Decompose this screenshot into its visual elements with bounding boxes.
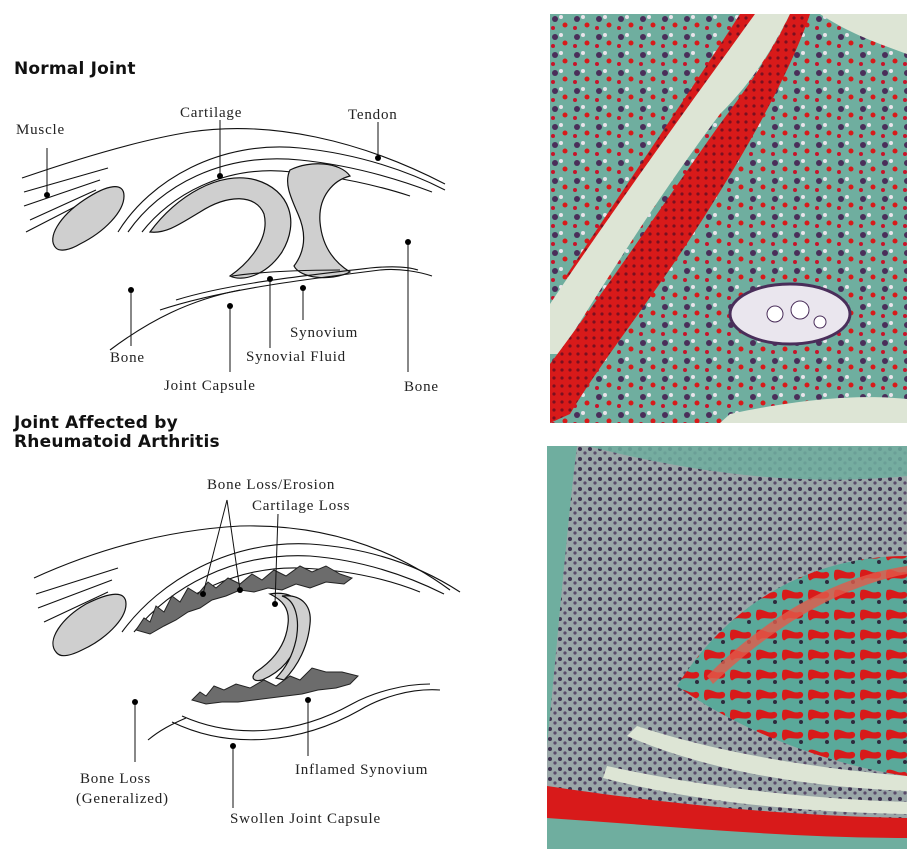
ra-joint-title: Joint Affected by Rheumatoid Arthritis (14, 414, 220, 452)
ra-title-line-2: Rheumatoid Arthritis (14, 432, 220, 452)
upper-cartilage (150, 178, 291, 278)
label-cartilage: Cartilage (180, 105, 242, 121)
ra-joint-diagram: Bone Loss/Erosion Cartilage Loss Bone Lo… (0, 470, 540, 840)
label-synovial-fluid: Synovial Fluid (246, 349, 346, 365)
label-tendon: Tendon (348, 107, 398, 123)
label-muscle: Muscle (16, 122, 65, 138)
ra-joint-histology-image (547, 446, 907, 849)
normal-joint-diagram: Muscle Cartilage Tendon Bone Joint Capsu… (0, 95, 540, 405)
lower-cartilage (288, 164, 350, 278)
label-bone-loss-generalized-2: (Generalized) (76, 791, 169, 807)
ra-title-line-1: Joint Affected by (14, 413, 178, 433)
label-synovium: Synovium (290, 325, 358, 341)
label-inflamed-synovium: Inflamed Synovium (295, 762, 428, 778)
label-bone-right: Bone (404, 379, 439, 395)
label-bone-loss-generalized-1: Bone Loss (80, 771, 151, 787)
upper-bone-erosion (136, 566, 352, 634)
label-cartilage-loss: Cartilage Loss (252, 498, 350, 514)
normal-joint-histology-image (550, 14, 907, 423)
label-bone-loss-erosion: Bone Loss/Erosion (207, 477, 335, 493)
label-swollen-joint-capsule: Swollen Joint Capsule (230, 811, 381, 827)
label-bone-left: Bone (110, 350, 145, 366)
normal-joint-title: Normal Joint (14, 60, 136, 79)
label-joint-capsule: Joint Capsule (164, 378, 256, 394)
